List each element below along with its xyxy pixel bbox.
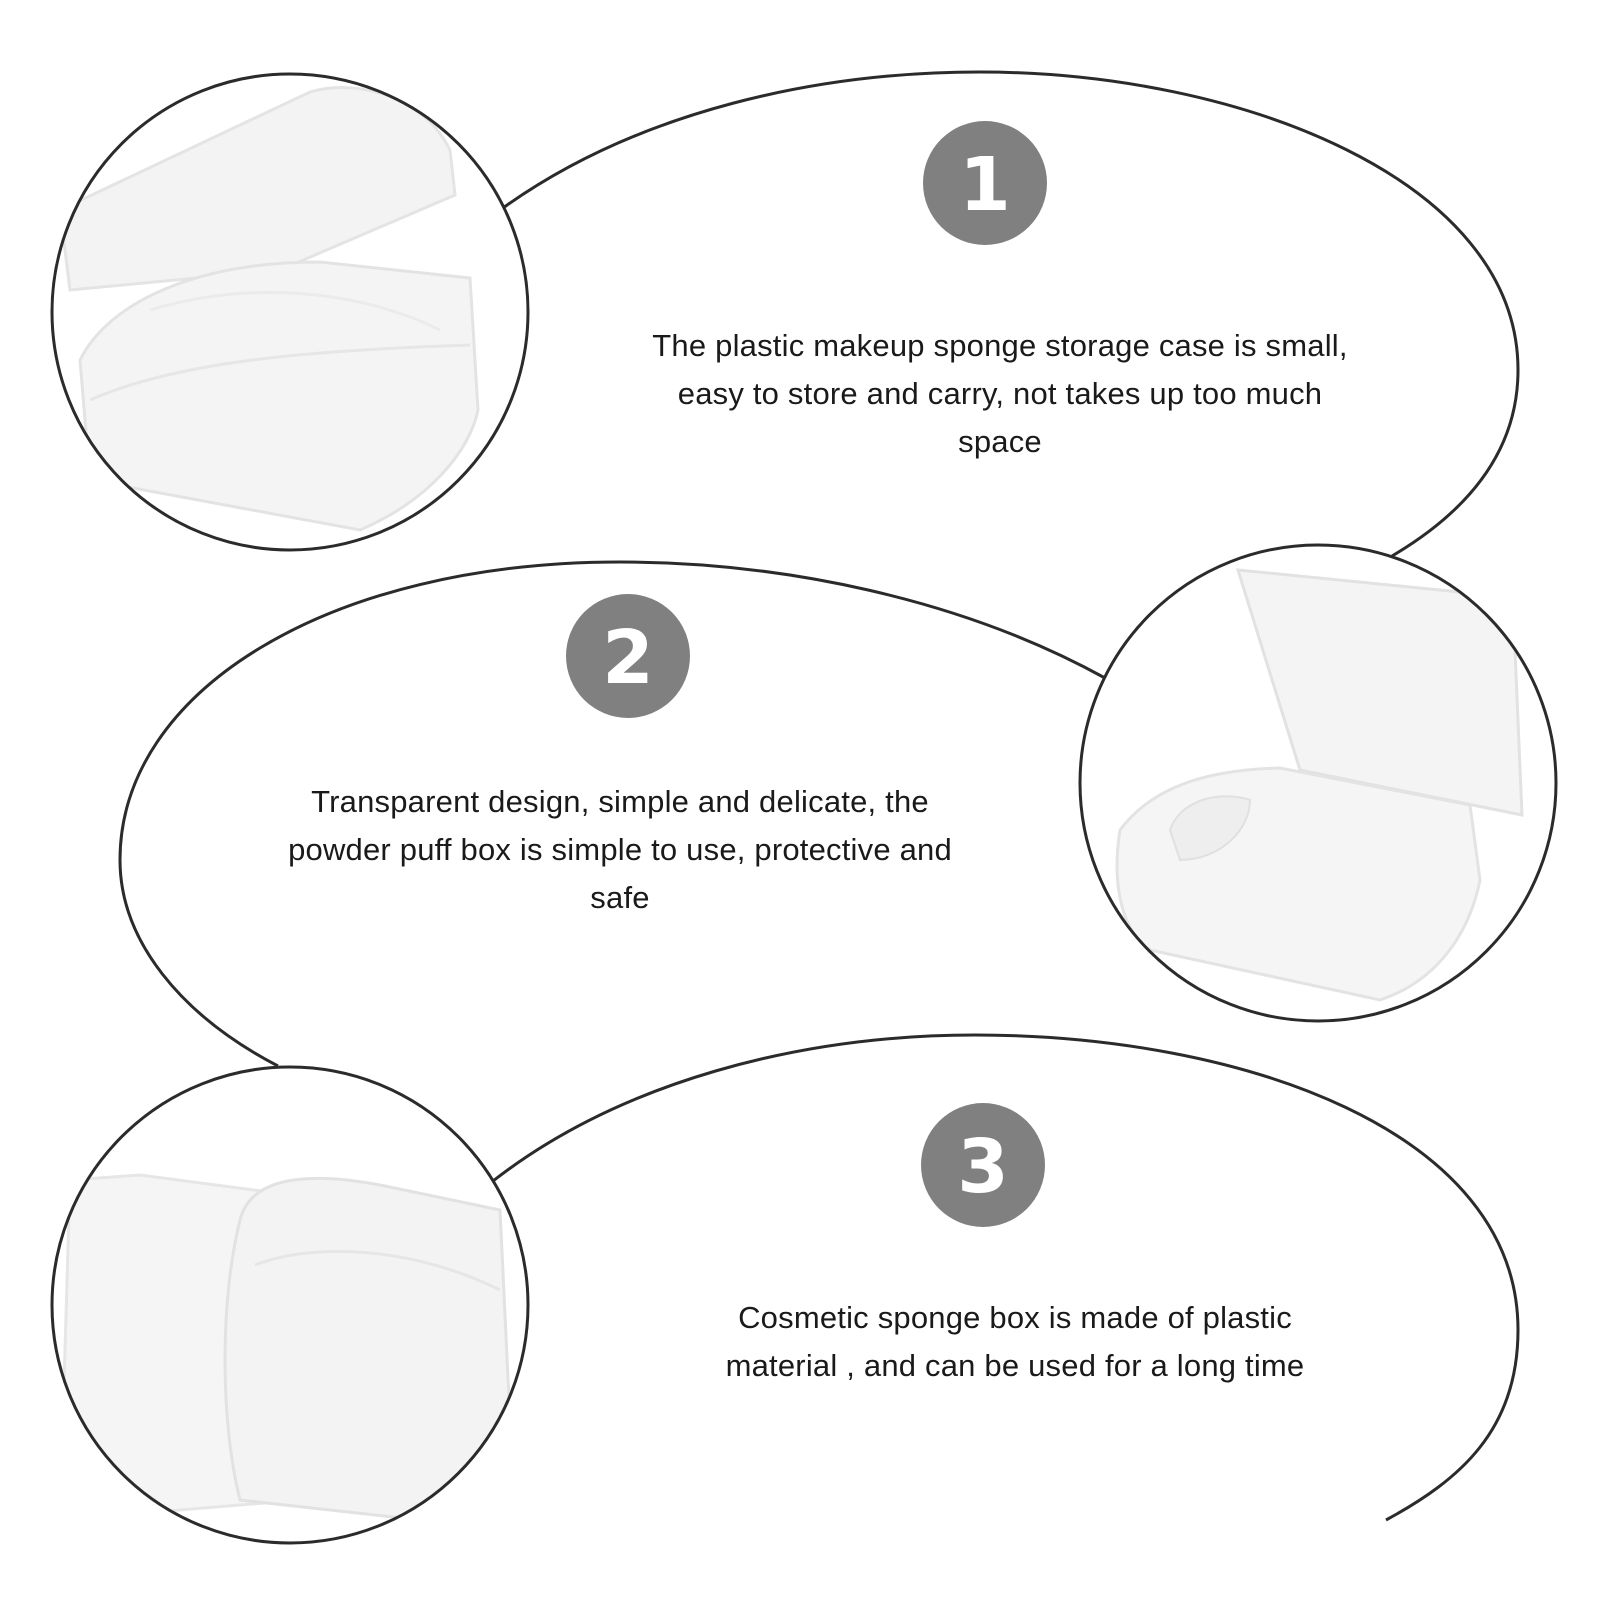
number-badge-1: 1: [923, 121, 1047, 245]
bubble-outline-2: [118, 560, 1106, 1068]
bubble-outline-1: [502, 70, 1520, 558]
number-badge-2-label: 2: [602, 615, 654, 701]
feature-text-1: The plastic makeup sponge storage case i…: [652, 328, 1348, 459]
number-badge-1-label: 1: [959, 142, 1011, 228]
number-badge-3-label: 3: [957, 1124, 1009, 1210]
number-badge-3: 3: [921, 1103, 1045, 1227]
number-badge-2: 2: [566, 594, 690, 718]
feature-text-3: Cosmetic sponge box is made of plastic m…: [725, 1300, 1305, 1383]
product-photo-2: [1078, 543, 1558, 1023]
product-photo-1: [50, 72, 530, 552]
feature-text-2: Transparent design, simple and delicate,…: [288, 784, 952, 915]
product-photo-3: [50, 1065, 530, 1545]
bubble-outline-3: [492, 1033, 1520, 1522]
